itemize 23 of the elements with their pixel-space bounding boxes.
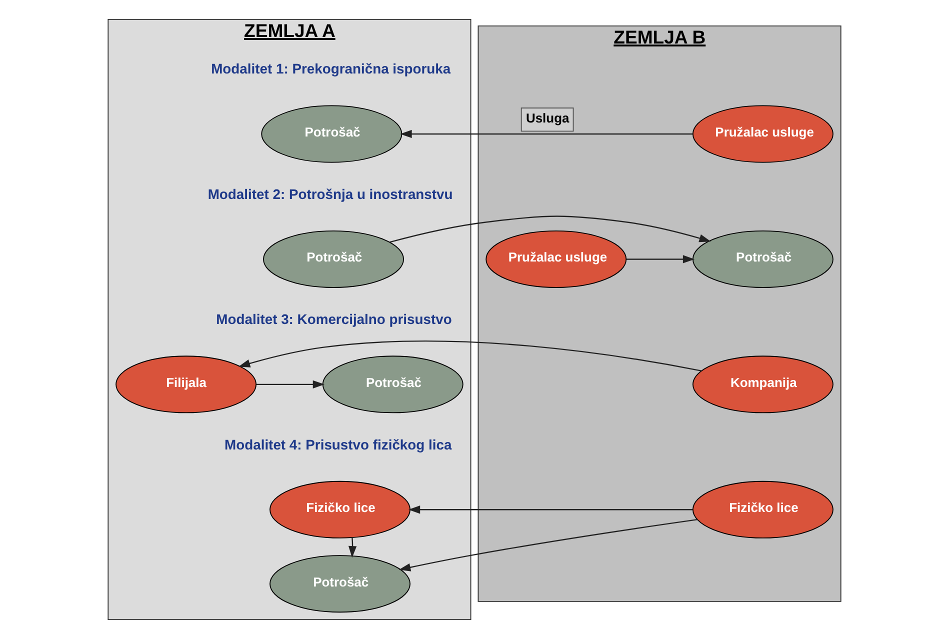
node-ellipse: Pružalac usluge bbox=[485, 230, 626, 288]
node-ellipse: Filijala bbox=[115, 356, 256, 414]
arrow bbox=[626, 255, 694, 264]
arrow bbox=[408, 506, 692, 514]
label: Modalitet 3: Komercijalno prisustvo bbox=[216, 311, 452, 328]
arrow bbox=[388, 216, 710, 243]
arrow bbox=[400, 130, 692, 138]
label: Modalitet 4: Prisustvo fizičkog lica bbox=[224, 436, 452, 452]
arrow bbox=[398, 518, 697, 572]
node-ellipse: Kompanija bbox=[692, 356, 833, 414]
arrow bbox=[238, 340, 701, 372]
node-ellipse: Fizičko lice bbox=[692, 480, 833, 538]
arrow bbox=[348, 537, 356, 558]
node-ellipse: Fizičko lice bbox=[269, 480, 410, 538]
arrow bbox=[256, 380, 324, 389]
label: Modalitet 2: Potrošnja u inostranstvu bbox=[207, 186, 452, 202]
edge-label: Usluga bbox=[525, 110, 569, 126]
node-ellipse: Potrošač bbox=[260, 105, 402, 163]
label: Modalitet 1: Prekogranična isporuka bbox=[210, 60, 450, 77]
node-ellipse: Pružalac usluge bbox=[692, 105, 833, 163]
node-ellipse: Potrošač bbox=[322, 356, 463, 414]
node-ellipse: Potrošač bbox=[262, 230, 404, 288]
node-ellipse: Potrošač bbox=[692, 230, 833, 288]
